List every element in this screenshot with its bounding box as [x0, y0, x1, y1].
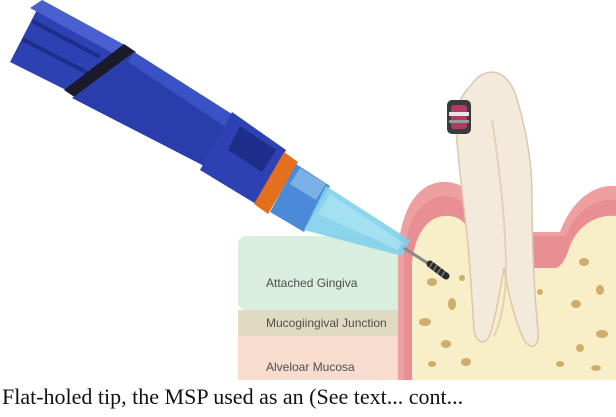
attached-gingiva-label: Attached Gingiva: [266, 276, 357, 290]
implant-handpiece-icon: [10, 0, 432, 266]
alveolar-mucosa-label: Alveloar Mucosa: [266, 360, 355, 374]
mucogingival-junction-label: Mucogiingival Junction: [266, 316, 387, 330]
figure-caption: Flat-holed tip, the MSP used as an (See …: [2, 384, 463, 410]
tissue-zones: [238, 236, 418, 380]
orthodontic-bracket-icon: [447, 100, 471, 134]
